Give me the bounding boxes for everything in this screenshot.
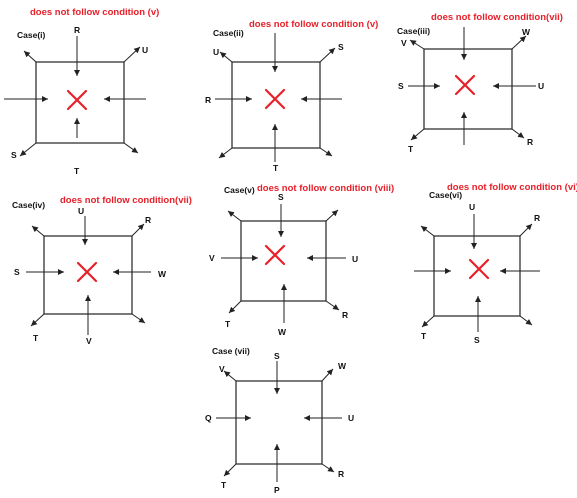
vertex-label-bottom-right: R	[342, 310, 348, 320]
panel-note: does not follow condition(vii)	[431, 12, 563, 23]
arrow-corner-bl-out	[410, 128, 425, 141]
panel-case-iv: does not follow condition(vii) Case(iv) …	[12, 195, 192, 346]
vertex-label-bottom-left: T	[421, 331, 427, 341]
panel-title: Case(iv)	[12, 200, 45, 210]
arrow-corner-tr-out	[325, 209, 339, 222]
arrow-corner-tl-out	[23, 50, 37, 63]
arrow-corner-tr-out	[319, 47, 336, 63]
arrow-corner-br-out	[511, 128, 525, 139]
vertex-label-left: V	[209, 253, 215, 263]
arrow-corner-bl-out	[19, 142, 37, 157]
red-cross-mark	[468, 258, 490, 280]
red-cross-mark	[264, 88, 286, 110]
vertex-label-bottom-left: T	[221, 480, 227, 490]
arrow-corner-tr-out	[131, 223, 145, 237]
arrow-corner-br-out	[123, 142, 139, 154]
vertex-label-left: Q	[205, 413, 212, 423]
vertex-label-top: S	[274, 351, 280, 361]
panel-note: does not follow condition (v)	[249, 19, 378, 30]
square-box	[231, 61, 321, 149]
panel-title: Case(iii)	[397, 26, 430, 36]
vertex-label-top-left: U	[213, 47, 219, 57]
arrow-corner-tl-out	[219, 51, 233, 63]
panel-note: does not follow condition (v)	[30, 7, 159, 18]
arrow-corner-br-out	[131, 313, 146, 324]
panel-note: does not follow condition(vii)	[60, 195, 192, 206]
vertex-label-bottom: T	[74, 166, 80, 176]
vertex-label-top-right: W	[522, 27, 531, 37]
arrow-corner-tl-out	[31, 225, 45, 237]
arrow-corner-tl-out	[227, 210, 242, 222]
vertex-label-right: U	[352, 254, 358, 264]
vertex-label-top-left: V	[219, 364, 225, 374]
vertex-label-bottom: P	[274, 485, 280, 495]
panel-title: Case(i)	[17, 30, 46, 40]
vertex-label-top: S	[278, 192, 284, 202]
red-cross-mark	[76, 261, 98, 283]
vertex-label-bottom: T	[273, 163, 279, 173]
vertex-label-top-left: V	[401, 38, 407, 48]
vertex-label-bottom-right: R	[338, 469, 344, 479]
vertex-label-left: R	[205, 95, 211, 105]
square-box	[235, 380, 323, 465]
panel-case-iii: does not follow condition(vii) Case(iii)…	[397, 12, 563, 154]
vertex-label-right: U	[538, 81, 544, 91]
vertex-label-top: U	[469, 202, 475, 212]
vertex-label-left: S	[398, 81, 404, 91]
red-cross-mark	[66, 89, 88, 111]
panel-note: does not follow condition (viii)	[257, 183, 394, 194]
vertex-label-bottom-left: T	[225, 319, 231, 329]
arrow-corner-bl-out	[30, 313, 45, 327]
square-box	[423, 48, 513, 130]
vertex-label-top-right: U	[142, 45, 148, 55]
arrow-corner-tl-out	[409, 39, 425, 50]
arrow-corner-br-out	[319, 147, 333, 157]
panel-title: Case(ii)	[213, 28, 244, 38]
vertex-label-right: W	[158, 269, 167, 279]
vertex-label-bottom: W	[278, 327, 287, 337]
vertex-label-top-right: R	[145, 215, 151, 225]
red-cross-mark	[264, 244, 286, 266]
panel-case-ii: does not follow condition (v) Case(ii) U…	[205, 19, 378, 173]
arrow-corner-bl-out	[218, 147, 233, 159]
panel-case-vii: Case (vii) V S W Q U T P R	[205, 346, 354, 495]
panel-title: Case (vii)	[212, 346, 250, 356]
vertex-label-bottom-left: S	[11, 150, 17, 160]
square-box	[35, 61, 125, 144]
vertex-label-bottom: S	[474, 335, 480, 345]
vertex-label-top: U	[78, 206, 84, 216]
vertex-label-bottom-left: T	[408, 144, 414, 154]
arrow-corner-tl-out	[223, 370, 237, 382]
vertex-label-bottom-right: R	[527, 137, 533, 147]
vertex-label-top-right: R	[534, 213, 540, 223]
vertex-label-top: R	[74, 25, 80, 35]
panel-case-vi: does not follow condition (vi) Case(vi) …	[414, 182, 577, 345]
arrow-corner-bl-out	[421, 315, 435, 328]
arrow-corner-bl-out	[223, 463, 237, 477]
arrow-corner-tr-out	[123, 46, 141, 63]
arrow-corner-tr-out	[519, 223, 533, 237]
vertex-label-top-right: S	[338, 42, 344, 52]
red-cross-mark	[454, 74, 476, 96]
vertex-label-left: S	[14, 267, 20, 277]
panel-case-i: does not follow condition (v) Case(i) R …	[4, 7, 159, 176]
vertex-label-right: U	[348, 413, 354, 423]
vertex-label-top-right: W	[338, 361, 347, 371]
vertex-label-bottom: V	[86, 336, 92, 346]
panel-title: Case(vi)	[429, 190, 462, 200]
arrow-corner-br-out	[325, 300, 340, 311]
arrow-corner-br-out	[519, 315, 533, 326]
arrow-corner-br-out	[321, 463, 335, 473]
panel-title: Case(v)	[224, 185, 255, 195]
panel-note: does not follow condition (vi)	[447, 182, 577, 193]
square-box	[433, 235, 521, 317]
arrow-corner-tl-out	[420, 225, 435, 237]
arrow-corner-bl-out	[228, 300, 242, 314]
arrow-corner-tr-out	[321, 368, 334, 382]
panel-case-v: does not follow condition (viii) Case(v)…	[209, 183, 394, 337]
arrow-corner-tr-out	[511, 35, 527, 50]
vertex-label-bottom-left: T	[33, 333, 39, 343]
